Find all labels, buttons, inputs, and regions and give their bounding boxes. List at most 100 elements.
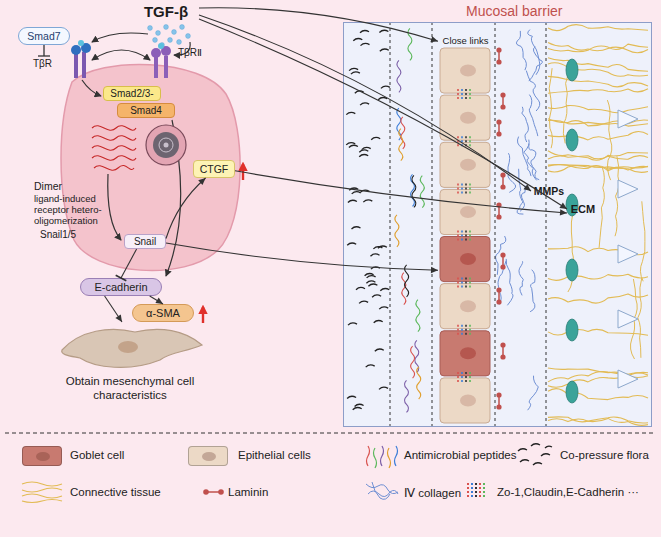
legend-sample-junction [468,483,484,499]
legend-sample-laminin [207,491,220,493]
legend-sample-collagen [372,482,390,499]
connector-line [235,171,567,213]
collagen-fiber [496,236,506,275]
commensal-flora [378,246,387,248]
commensal-flora [362,147,371,149]
connective-fiber [548,63,648,77]
commensal-flora [371,254,380,256]
upregulation-arrow [202,307,204,323]
fibroblast [566,59,578,81]
commensal-flora [351,72,360,74]
commensal-flora [381,86,390,88]
node-text: CTGF [200,163,229,175]
annotation-label: TβRⅡ [178,47,202,58]
legend-text: Antimicrobial peptides [404,449,517,461]
connector [235,171,567,213]
collagen-fiber [516,31,526,70]
commensal-flora [363,200,372,202]
receptor-type-two [164,56,168,78]
receptor-type-two [161,46,171,56]
tight-junction [457,372,459,382]
tight-junction [469,278,471,288]
legend-sample-connective [22,488,62,492]
commensal-flora [359,155,368,157]
legend-swatch [188,446,228,466]
ligand-dots [172,30,177,35]
commensal-flora [378,98,387,100]
receptor-type-one [81,43,91,53]
connector-line [121,249,137,278]
ligand-dots [153,38,158,43]
receptor-type-two [154,56,158,78]
commensal-flora [348,200,357,202]
commensal-flora [365,274,374,276]
commensal-flora [367,276,376,278]
tight-junction [465,136,467,146]
nucleus [164,143,169,148]
tight-junction [465,183,467,193]
connector-head [116,275,127,281]
laminin [500,184,505,189]
legend-sample-connective [22,482,62,486]
connective-fiber [548,151,648,160]
connector [166,243,438,270]
tissue-cell [618,370,638,388]
collagen-fiber [526,71,539,111]
collagen-fiber [529,47,543,81]
goblet-cell [440,237,490,282]
tight-junction [465,325,467,335]
nucleus [146,125,186,165]
commensal-flora [360,31,369,33]
connector-head [115,314,122,322]
panel-fill [343,22,652,427]
ligand-dots [148,26,153,31]
connector [121,249,137,278]
connector-line [150,296,163,304]
commensal-flora [361,43,370,45]
fibroblast [566,381,578,403]
tight-junction [457,183,459,193]
signal-arrow [166,120,181,276]
connective-fiber [548,89,648,93]
laminin [496,299,501,304]
fibroblast [566,259,578,281]
tight-junction [469,231,471,241]
connector-line [105,296,122,322]
upregulation-arrow [242,164,244,180]
node-text: Snail [134,236,156,247]
commensal-flora [372,295,381,297]
legend-sample-collagen [366,482,398,499]
legend-sample-laminin [203,489,209,495]
legend-sample-connective [22,500,62,503]
tight-junction [469,372,471,382]
legend-sample-peptides [381,446,384,466]
ligand-dots [180,25,185,30]
connector-line [199,19,567,209]
layer-divider [390,22,391,427]
cell-nucleus [460,206,476,218]
tight-junction [469,183,471,193]
commensal-flora [359,301,368,303]
laminin [496,119,501,124]
commensal-flora [379,307,388,309]
antimicrobial-peptide [399,129,403,161]
tight-junction [461,278,463,288]
receptor-type-one [78,40,84,46]
tight-junction [465,89,467,99]
connector-head [559,203,567,210]
legend-sample-laminin [203,489,224,495]
connector [166,178,206,239]
node-text: Smad7 [27,30,60,42]
legend-sample-peptides [374,448,377,468]
node-text: Smad4 [117,103,175,118]
annotation-label: TβR [33,58,52,69]
commensal-flora [352,227,361,229]
node-text: TGF-β [144,3,188,20]
snail-box: Snail [124,234,166,249]
ligand-dots [164,25,169,30]
node-text: Close links [428,35,503,46]
commensal-flora [366,365,375,367]
cell-nucleus [460,159,476,171]
connective-fiber [548,43,648,53]
tight-junction [465,231,467,241]
